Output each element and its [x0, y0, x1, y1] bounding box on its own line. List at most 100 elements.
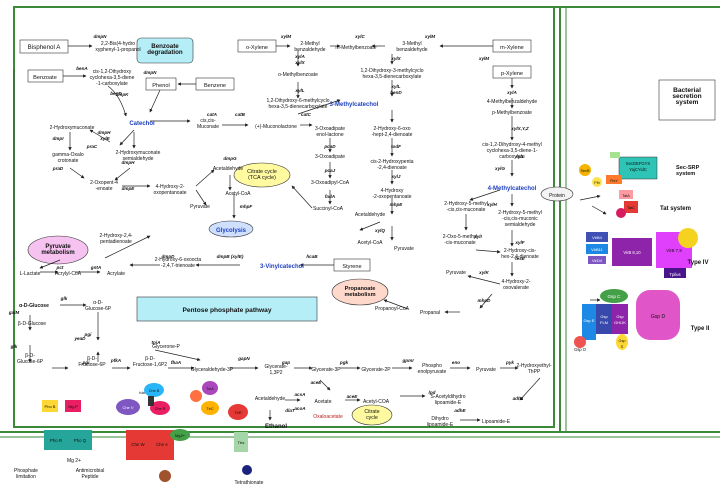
label-nodes-pyruvate3: Pyruvate — [446, 270, 466, 276]
glycolysis-ellipse[interactable] — [208, 220, 254, 238]
enzyme-label: todF — [391, 144, 401, 149]
citrate-ellipse[interactable] — [351, 404, 393, 426]
enzyme-label: dmpD — [161, 254, 175, 259]
enzyme-label: benA — [76, 66, 87, 71]
gspflm-protein — [596, 304, 612, 334]
enzyme-label: pct — [56, 265, 64, 270]
label-nodes-succinyl: Succinyl-CoA — [313, 206, 344, 212]
enzyme-label: lpd — [429, 390, 436, 395]
tat-system[interactable] — [616, 190, 638, 218]
label-nodes-acetate: Acetate — [315, 399, 332, 405]
propanoate-ellipse[interactable] — [331, 278, 389, 306]
enzyme-label: fbaA — [171, 360, 181, 365]
ligand-1 — [159, 470, 171, 482]
enzyme-label: aceE — [347, 394, 359, 399]
label-proteins-phoR: Pho R — [50, 438, 62, 443]
enzyme-label: gntA — [90, 265, 101, 270]
label-nodes-pmethylbenzoate: p-Methylbenzoate — [492, 110, 532, 116]
label-proteins-mgP: Mg-P — [68, 404, 78, 409]
label-proteins-phoQ: Pho Q — [74, 438, 87, 443]
secf-protein — [610, 152, 620, 158]
ligand-2 — [242, 465, 252, 475]
secretion-box[interactable] — [658, 79, 716, 121]
label-nodes-propanal: Propanal — [420, 310, 440, 316]
label-nodes-hydroxy6oxo: 2-Hydroxy-6-oxo-hept-2,4-dienoate — [372, 126, 413, 138]
label-nodes-oxo5methyl: 2-Oxo-5-methyl-cis-muconate — [443, 234, 477, 246]
sec-srp-system[interactable] — [579, 152, 658, 187]
enzyme-label: dmpN — [143, 70, 157, 75]
label-nodes-pxylene: p-Xylene — [501, 71, 523, 77]
type-iv-system[interactable] — [586, 228, 698, 278]
enzyme-label: xylK — [478, 270, 489, 275]
fda-box — [148, 396, 154, 406]
label-nodes-tat: Tat system — [660, 206, 691, 212]
label-nodes-acetylcoa1: Acetyl-CoA — [225, 191, 251, 197]
enzyme-label: glk — [10, 344, 18, 349]
benzoate-deg-box[interactable] — [136, 37, 194, 64]
label-nodes-protein: Protein — [549, 193, 565, 199]
enzyme-label: pyk — [505, 360, 514, 365]
enzyme-label: aceE — [311, 380, 323, 385]
label-nodes-tetrathionate: Tetrathionate — [235, 480, 264, 486]
enzyme-label: benD — [390, 90, 402, 95]
enzyme-label: pcaJ — [324, 168, 336, 173]
label-proteins-virB79: VirB 7,9 — [666, 248, 682, 253]
enzyme-label: xylM — [424, 34, 435, 39]
label-nodes-mmethylbenzoate: m-Methylbenzoate — [335, 45, 376, 51]
enzyme-label: dmpH — [121, 160, 135, 165]
label-nodes-aglucose: α-D-Glucose — [19, 303, 49, 309]
label-nodes-methylbenzylalcohol: 4-Methylbenzaldehyde — [487, 99, 538, 105]
tca-ellipse[interactable] — [233, 162, 291, 188]
label-nodes-lipoamide: Lipoamide-E — [482, 419, 511, 425]
enzyme-label: xylE — [99, 136, 110, 141]
enzyme-label: mhpF — [240, 204, 253, 209]
enzyme-label: hcaB — [306, 254, 318, 259]
label-nodes-aglucose6p: α-D-Glucose-6P — [85, 300, 112, 312]
gsps-protein — [616, 334, 628, 350]
label-nodes-ppp: Pentose phosphate pathway — [182, 307, 271, 314]
label-proteins-mg2ion: Mg2+ — [175, 433, 186, 438]
label-nodes-propanoylcoa: Propanoyl-CoA — [375, 306, 410, 312]
label-nodes-fructose16p: β-D-Fructose-1,6P2 — [133, 356, 167, 368]
enzyme-label: xylM — [478, 56, 489, 61]
enzyme-label: xylA — [294, 54, 305, 59]
enzyme-label: pfkA — [110, 358, 121, 363]
enzyme-label: praD — [52, 166, 64, 171]
ttrs-box — [234, 432, 248, 452]
label-nodes-cis2hydroxypenta: cis-2-Hydroxypenta-2,4-dienoate — [370, 159, 413, 171]
pyruvate-met-ellipse[interactable] — [27, 235, 89, 265]
label-proteins-virD4: VirD4 — [592, 258, 603, 263]
tatc-protein — [624, 201, 638, 213]
enzyme-label: dmpN — [93, 34, 107, 39]
virb8-protein — [612, 238, 652, 266]
virb4b-protein — [588, 256, 606, 264]
bisphenol-box — [19, 39, 69, 54]
two-component-systems[interactable] — [42, 381, 252, 482]
label-proteins-fda: fda — [139, 390, 145, 395]
label-nodes-gap3: Glyceraldehyde-3P — [191, 367, 234, 373]
ppp-box[interactable] — [136, 296, 318, 322]
label-proteins-secB: SecB — [580, 169, 590, 173]
type-ii-system[interactable] — [574, 289, 680, 350]
bisphenol-label: Bisphenol A — [28, 44, 62, 51]
label-nodes-oxoadipyl: 3-Oxoadipyl-CoA — [311, 180, 350, 186]
label-nodes-bglucose6p: β-D-Glucose-6P — [17, 353, 44, 365]
label-proteins-tpilus: Tpilus — [669, 272, 680, 277]
secdef-protein — [618, 156, 658, 180]
label-nodes-hydroxyethyl: 2-Hydroxyethyl-ThPP — [516, 363, 551, 375]
enzyme-label: pgi — [84, 332, 93, 337]
gspe-protein — [582, 304, 596, 340]
